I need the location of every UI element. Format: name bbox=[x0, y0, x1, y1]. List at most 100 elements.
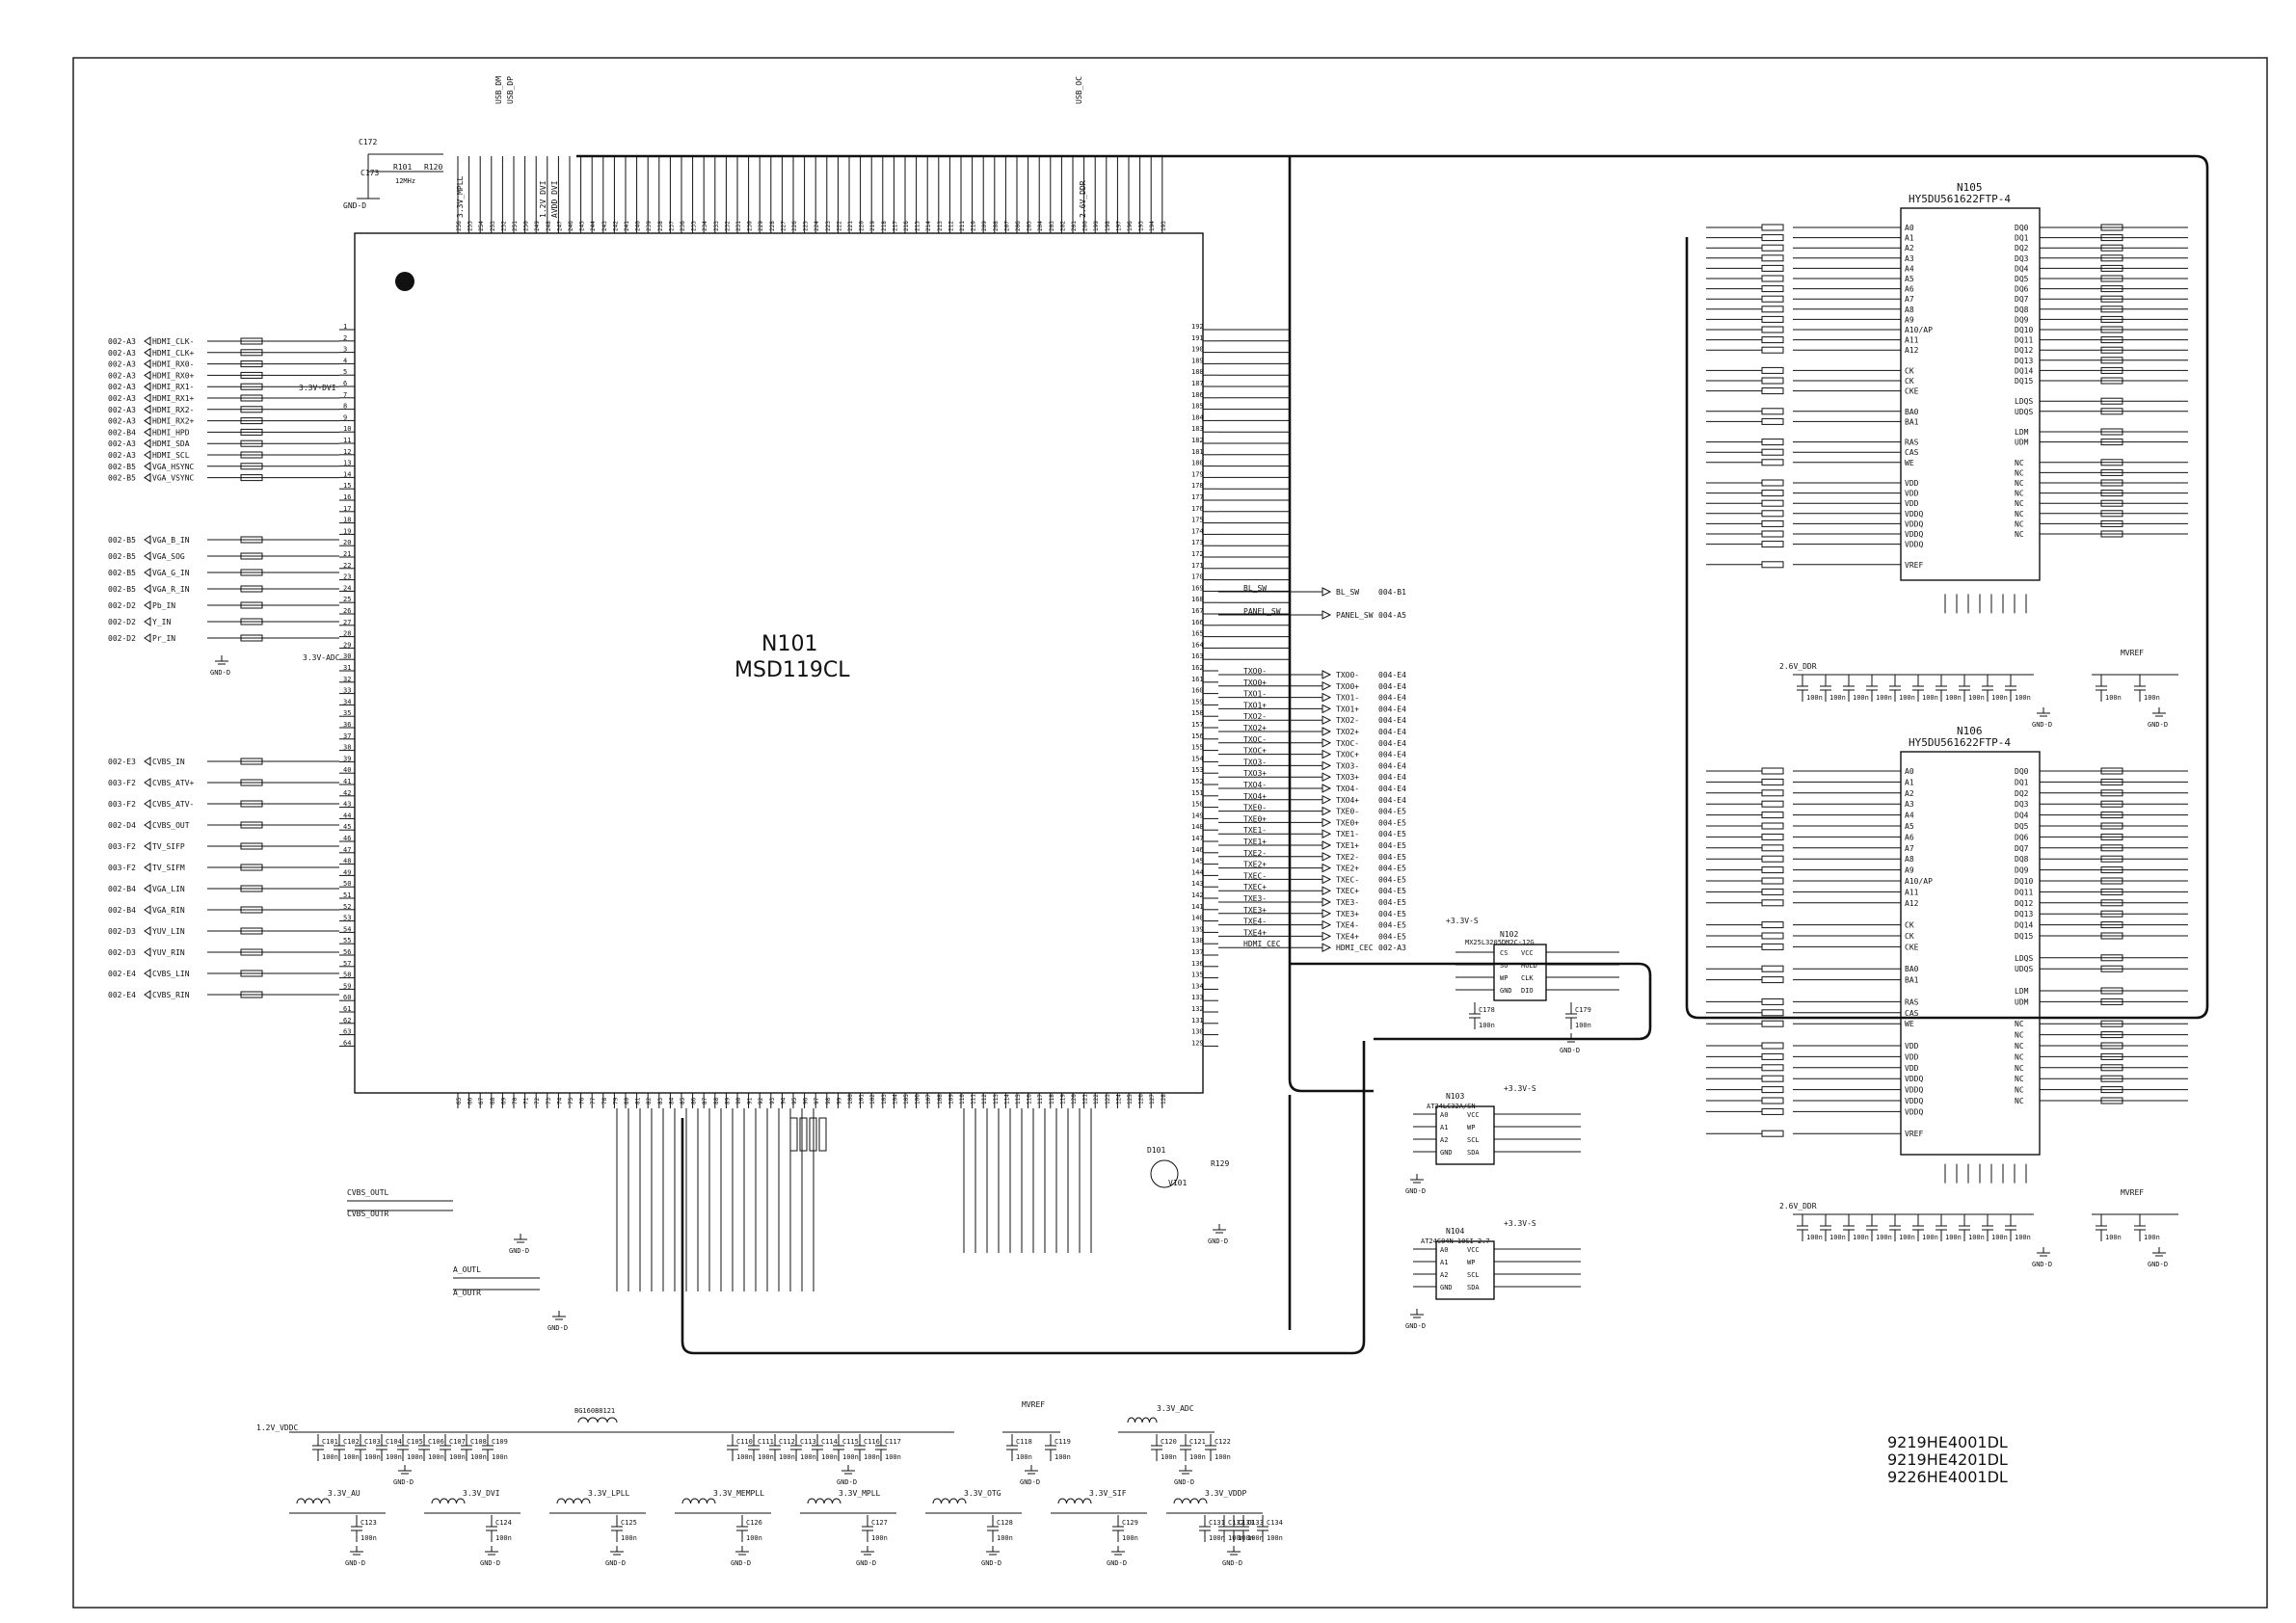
series-resistor bbox=[1761, 1097, 1784, 1104]
offpage-arrow bbox=[1322, 610, 1332, 620]
ic-pin-number: 149 bbox=[1191, 812, 1204, 819]
ic-pin-number: 32 bbox=[343, 676, 351, 683]
ic-pin-number: 234 bbox=[702, 221, 708, 231]
left-net-name: HDMI_RX0- bbox=[152, 360, 194, 369]
ic-pin-number: 153 bbox=[1191, 766, 1204, 774]
right-net-name: TXE2+ bbox=[1243, 861, 1267, 869]
offpage-arrow bbox=[1322, 840, 1332, 850]
right-net-name: TXOC- bbox=[1243, 735, 1267, 744]
cap-ref: C103 bbox=[364, 1438, 381, 1446]
supply-label: 1.2V_VDDC bbox=[256, 1423, 299, 1432]
series-resistor bbox=[1761, 844, 1784, 852]
cap-value: 100n bbox=[1209, 1534, 1225, 1542]
net-sheet-ref: 004-E4 bbox=[1378, 785, 1406, 793]
net-sheet-ref: 002-A3 bbox=[1378, 944, 1406, 952]
ram-pin-name: CKE bbox=[1905, 943, 1919, 951]
right-net-name: BL_SW bbox=[1336, 588, 1359, 597]
series-resistor bbox=[1761, 943, 1784, 950]
series-resistor bbox=[2100, 490, 2123, 497]
ic-pin-number: 215 bbox=[915, 221, 921, 231]
offpage-arrow bbox=[144, 884, 151, 893]
ic-pin-number: 10 bbox=[343, 425, 351, 433]
gnd-label: GND-D bbox=[1107, 1559, 1127, 1567]
left-net-name: HDMI_RX1+ bbox=[152, 394, 195, 403]
ram-pin-name: UDQS bbox=[2015, 408, 2033, 416]
ram-pin-name: RAS bbox=[1905, 998, 1919, 1006]
cap-value: 100n bbox=[2105, 694, 2122, 702]
right-net-name: TXE1- bbox=[1336, 830, 1359, 838]
inductor-coil bbox=[556, 1498, 591, 1504]
right-net-name: TXEC- bbox=[1336, 875, 1359, 884]
ic-pin-number: 47 bbox=[343, 846, 351, 854]
ic-pin-number: 135 bbox=[1191, 971, 1204, 979]
eeprom-rail-label: +3.3V-S bbox=[1504, 1084, 1536, 1093]
ram-pin-name: VDD bbox=[1905, 479, 1919, 488]
left-net-name: VGA_LIN bbox=[152, 885, 185, 893]
offpage-arrow bbox=[144, 359, 151, 369]
right-net-name: TXE3+ bbox=[1336, 910, 1359, 918]
left-net-name: TV_SIFP bbox=[152, 842, 185, 851]
series-resistor bbox=[1761, 530, 1784, 538]
ram-pin-name: DQ0 bbox=[2015, 767, 2029, 776]
ic-pin-number: 254 bbox=[478, 221, 485, 231]
c172-label: C172 bbox=[359, 138, 377, 146]
ic-pin-number: 184 bbox=[1191, 413, 1204, 421]
ram-pin-name: DQ10 bbox=[2015, 326, 2033, 334]
ic-pin-number: 49 bbox=[343, 868, 351, 876]
cap-value: 100n bbox=[864, 1453, 880, 1461]
ddr-rail-label: 2.6V_DDR bbox=[1779, 1202, 1817, 1211]
ic-pin-number: 20 bbox=[343, 539, 351, 546]
series-resistor bbox=[2100, 357, 2123, 364]
left-net-name: VGA_RIN bbox=[152, 906, 185, 915]
ic-pin-number: 61 bbox=[343, 1005, 351, 1013]
ic-pin-number: 160 bbox=[1191, 687, 1204, 695]
ic-pin-number: 189 bbox=[1191, 357, 1204, 364]
right-net-name: TXO1- bbox=[1336, 694, 1359, 703]
cap-ref: C118 bbox=[1016, 1438, 1032, 1446]
cap-value: 100n bbox=[758, 1453, 774, 1461]
ram-pin-name: WE bbox=[1905, 459, 1914, 467]
right-net-name: TXO3- bbox=[1336, 761, 1359, 770]
eeprom-pin-name: SDA bbox=[1467, 1149, 1480, 1157]
ram-pin-name: CAS bbox=[1905, 1009, 1919, 1018]
right-net-name: TXO0+ bbox=[1243, 678, 1267, 687]
offpage-arrow bbox=[1322, 760, 1332, 771]
ic-pin-number: 91 bbox=[747, 1097, 754, 1104]
ic-pin-number: 190 bbox=[1191, 346, 1204, 354]
ic-pin-number: 183 bbox=[1191, 425, 1204, 433]
flash-pin-name: HOLD bbox=[1521, 962, 1537, 970]
gnd-label: GND-D bbox=[605, 1559, 626, 1567]
series-resistor bbox=[1761, 510, 1784, 518]
series-resistor bbox=[1761, 234, 1784, 242]
ic-pin-number: 37 bbox=[343, 732, 351, 740]
ic-pin-number: 130 bbox=[1191, 1028, 1204, 1036]
series-resistor bbox=[240, 569, 263, 576]
cap-value: 100n bbox=[1055, 1453, 1071, 1461]
right-net-name: TXO4+ bbox=[1243, 792, 1267, 801]
net-sheet-ref: 002-A3 bbox=[108, 349, 136, 358]
net-sheet-ref: 004-E5 bbox=[1378, 853, 1406, 862]
ic-pin-number: 26 bbox=[343, 607, 351, 615]
offpage-arrow bbox=[144, 370, 151, 381]
offpage-arrow bbox=[144, 633, 151, 643]
net-sheet-ref: 002-A3 bbox=[108, 337, 136, 346]
cap-value: 100n bbox=[1122, 1534, 1138, 1542]
usb-dp-label: USB_DP bbox=[506, 76, 515, 104]
net-sheet-ref: 002-B5 bbox=[108, 463, 136, 471]
ic-pin-number: 79 bbox=[612, 1097, 619, 1104]
series-resistor bbox=[1761, 417, 1784, 425]
ram-pin-name: DQ6 bbox=[2015, 833, 2029, 841]
ic-pin-number: 138 bbox=[1191, 937, 1204, 945]
series-resistor bbox=[2100, 888, 2123, 895]
inductor-coil bbox=[1173, 1498, 1208, 1504]
ram-pin-name: A3 bbox=[1905, 800, 1914, 809]
ram-pin-name: DQ2 bbox=[2015, 789, 2029, 798]
cap-value: 100n bbox=[621, 1534, 637, 1542]
net-sheet-ref: 004-E5 bbox=[1378, 841, 1406, 850]
ic-pin-number: 13 bbox=[343, 460, 351, 467]
ic-pin-number: 154 bbox=[1191, 755, 1204, 762]
right-net-name: TXE4+ bbox=[1243, 928, 1267, 937]
left-net-name: VGA_SOG bbox=[152, 552, 185, 561]
offpage-arrow bbox=[1322, 715, 1332, 726]
ic-pin-number: 147 bbox=[1191, 835, 1204, 842]
